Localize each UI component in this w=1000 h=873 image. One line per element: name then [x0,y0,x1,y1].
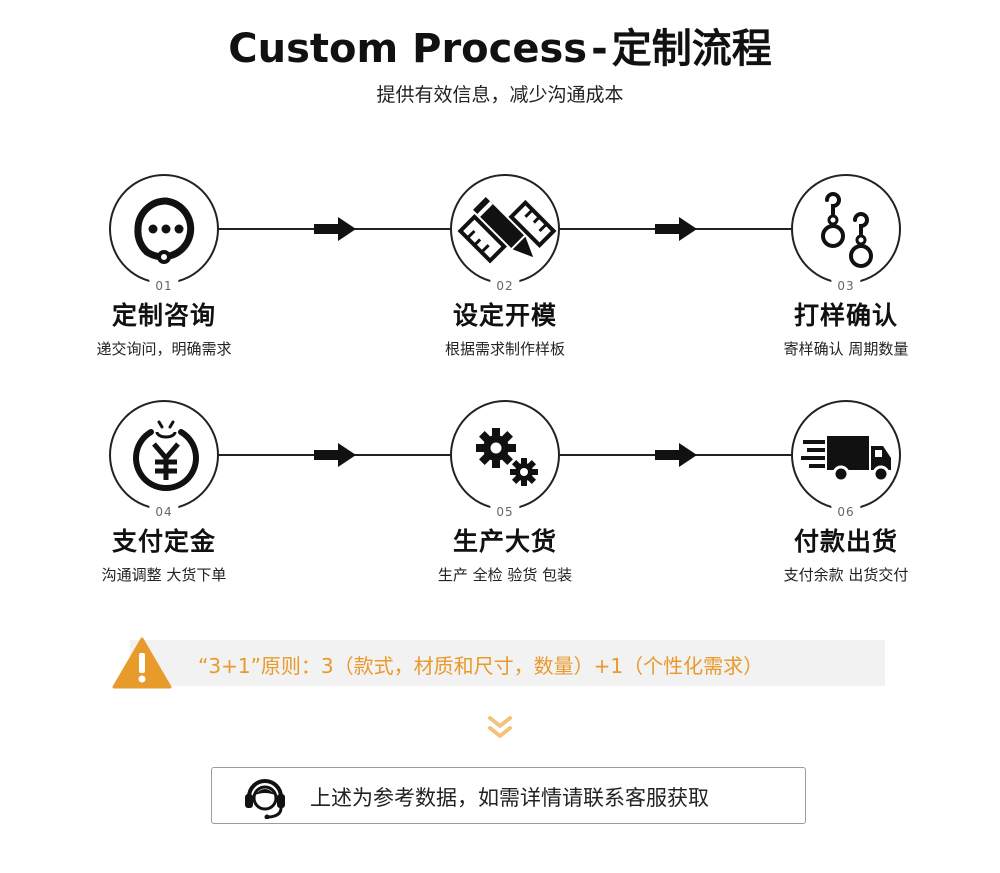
step-consult: 01 定制咨询 递交询问，明确需求 [44,174,284,359]
step-description: 寄样确认 周期数量 [783,340,909,358]
step-number: 06 [831,505,861,519]
step-circle: 02 [450,174,560,293]
page-subtitle: 提供有效信息，减少沟通成本 [376,84,624,106]
step-circle: 05 [450,400,560,519]
step-title: 定制咨询 [111,301,216,330]
arrow-right-icon [655,443,697,467]
step-circle: 06 [791,400,901,519]
step-circle: 01 [109,174,219,293]
arrow-right-icon [314,217,356,241]
arrow-right-icon [655,217,697,241]
step-number: 04 [149,505,179,519]
step-circle: 04 [109,400,219,519]
pencil-ruler-icon [457,197,557,264]
arrow-right-icon [314,443,356,467]
gears-icon [476,428,538,486]
step-delivery: 06 付款出货 支付余款 出货交付 [726,400,966,585]
step-description: 支付余款 出货交付 [783,566,909,584]
page-title: Custom Process-定制流程 [0,16,1000,74]
contact-text: 上述为参考数据，如需详情请联系客服获取 [310,786,709,810]
step-description: 根据需求制作样板 [444,340,565,358]
yuan-coin-icon [133,420,199,491]
step-description: 生产 全检 验货 包装 [437,566,573,584]
step-description: 递交询问，明确需求 [96,340,232,358]
step-title: 打样确认 [793,301,898,330]
step-mold: 02 设定开模 根据需求制作样板 [385,174,625,359]
step-number: 05 [490,505,520,519]
principle-note-bar: “3+1”原则：3（款式，材质和尺寸，数量）+1（个性化需求） [130,640,885,686]
step-number: 03 [831,279,861,293]
title-chinese: 定制流程 [611,26,772,72]
warning-icon [112,637,172,689]
step-number: 02 [490,279,520,293]
step-deposit: 04 支付定金 沟通调整 大货下单 [44,400,284,585]
step-title: 生产大货 [452,527,557,556]
headset-icon [245,779,285,819]
chevron-down-icon [488,716,512,738]
earrings-icon [821,192,873,268]
step-title: 支付定金 [111,527,216,556]
title-separator: - [591,26,608,72]
step-title: 付款出货 [793,527,898,556]
step-circle: 03 [791,174,901,293]
step-description: 沟通调整 大货下单 [101,566,227,584]
step-sample: 03 打样确认 寄样确认 周期数量 [726,174,966,359]
step-production: 05 生产大货 生产 全检 验货 包装 [385,400,625,585]
title-english: Custom Process [228,26,588,72]
step-title: 设定开模 [452,301,557,330]
contact-support-box[interactable]: 上述为参考数据，如需详情请联系客服获取 [211,767,806,824]
step-number: 01 [149,279,179,293]
chat-bubble-icon [134,197,195,264]
principle-note-text: “3+1”原则：3（款式，材质和尺寸，数量）+1（个性化需求） [198,654,764,678]
delivery-truck-icon [801,436,891,483]
